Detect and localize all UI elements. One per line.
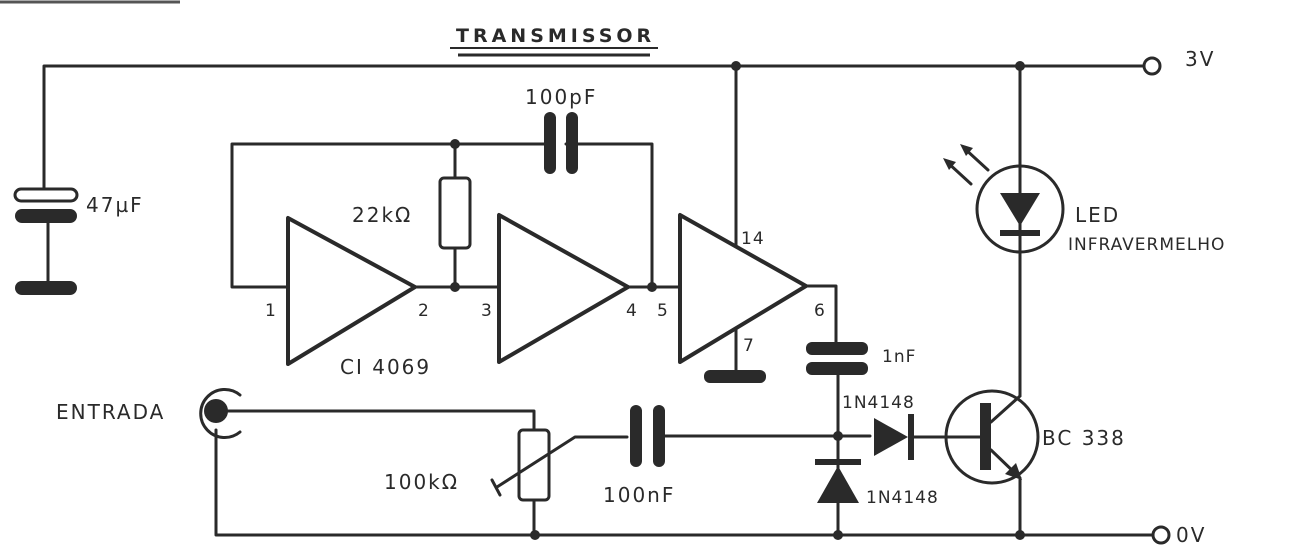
ground-symbol	[15, 281, 77, 295]
gate-2-triangle	[497, 213, 630, 364]
gnd-wire	[214, 428, 1155, 537]
capacitor-1nf: 1nF	[806, 342, 916, 537]
pin-1-label: 1	[265, 301, 277, 321]
pin-6-label: 6	[814, 301, 826, 321]
pin-2-label: 2	[418, 301, 430, 321]
cap-100pf-plate-1	[544, 112, 556, 174]
capacitor-100nf-label: 100nF	[603, 483, 675, 507]
gate-3-triangle	[678, 213, 808, 364]
title: TRANSMISSOR	[456, 25, 655, 47]
pin-14-label: 14	[741, 229, 765, 249]
led-infrared: LED INFRAVERMELHO	[943, 144, 1225, 255]
ground-symbol	[704, 370, 766, 383]
led-label-line1: LED	[1075, 203, 1120, 227]
pot-top-wire	[226, 409, 536, 432]
transistor-label: BC 338	[1042, 426, 1126, 450]
diode-series-bar	[908, 414, 914, 460]
gate-1-triangle	[286, 216, 417, 366]
input-jack-label: ENTRADA	[56, 400, 165, 424]
diode-series-label: 1N4148	[842, 393, 915, 413]
transistor-envelope	[944, 389, 1040, 485]
vcc-terminal[interactable]	[1142, 56, 1162, 76]
emitter-arrow	[1005, 463, 1022, 480]
positive-rail: 3V	[42, 47, 1215, 192]
inverter-gate-2: 3 4	[481, 213, 681, 364]
capacitor-47uf-label: 47µF	[86, 193, 144, 217]
pin-4-label: 4	[626, 301, 638, 321]
vcc-wire	[42, 64, 1147, 192]
vcc-label: 3V	[1185, 47, 1215, 71]
cap-plate-negative	[15, 209, 77, 223]
diode-shunt-triangle	[817, 466, 859, 503]
jack-ring	[199, 388, 242, 439]
collector-lead	[989, 394, 1022, 424]
diode-shunt-label: 1N4148	[866, 488, 939, 508]
cap-plate-positive	[13, 187, 79, 203]
oscillator-feedback: 100pF 22kΩ	[230, 85, 654, 289]
cap-100pf-plate-2	[566, 112, 578, 174]
diode-shunt-bar	[815, 459, 861, 465]
pin-7-label: 7	[743, 336, 755, 356]
diode-shunt: 1N4148	[815, 459, 939, 508]
capacitor-47uf: 47µF	[13, 187, 144, 295]
capacitor-100pf-label: 100pF	[525, 85, 597, 109]
potentiometer-100k[interactable]: 100kΩ	[226, 409, 629, 537]
potentiometer-label: 100kΩ	[384, 470, 459, 494]
feedback-wire-left	[230, 142, 548, 289]
led-triangle	[1000, 193, 1040, 226]
pot-wiper	[495, 435, 629, 489]
pin-5-label: 5	[657, 301, 669, 321]
cap-1nf-plate-2	[806, 362, 868, 375]
title-block: TRANSMISSOR	[450, 25, 658, 57]
inverter-gate-1: 1 2 CI 4069	[265, 216, 500, 379]
resistor-22k-label: 22kΩ	[352, 203, 412, 227]
resistor-22k	[438, 176, 472, 250]
led-ray-1-arrow	[960, 144, 973, 156]
led-ray-2-arrow	[943, 158, 956, 170]
gnd-terminal[interactable]	[1151, 525, 1171, 545]
led-bar	[1000, 230, 1040, 236]
pin-3-label: 3	[481, 301, 493, 321]
feedback-wire-right	[564, 142, 654, 289]
led-label-line2: INFRAVERMELHO	[1068, 235, 1225, 255]
cap-100nf-plate-1	[630, 405, 642, 467]
junction-dot	[833, 431, 843, 441]
cap-100nf-plate-2	[653, 405, 665, 467]
ic-label: CI 4069	[340, 355, 431, 379]
input-jack[interactable]: ENTRADA	[56, 388, 242, 439]
transistor-base-bar	[980, 403, 991, 470]
gnd-label: 0V	[1176, 523, 1206, 547]
gate-3-output-wire	[804, 284, 838, 345]
pot-wiper-end	[490, 478, 502, 497]
inverter-gate-3: 5 6 14 7	[657, 64, 838, 383]
transistor-bc338: BC 338	[944, 64, 1126, 537]
cap-1nf-plate-1	[806, 342, 868, 355]
diode-series: 1N4148	[833, 393, 954, 460]
ground-rail: 0V	[214, 428, 1206, 547]
junction-dot	[450, 282, 460, 292]
jack-center	[204, 399, 228, 423]
junction-dot	[647, 282, 657, 292]
capacitor-1nf-label: 1nF	[882, 347, 916, 367]
diode-series-triangle	[874, 418, 908, 456]
